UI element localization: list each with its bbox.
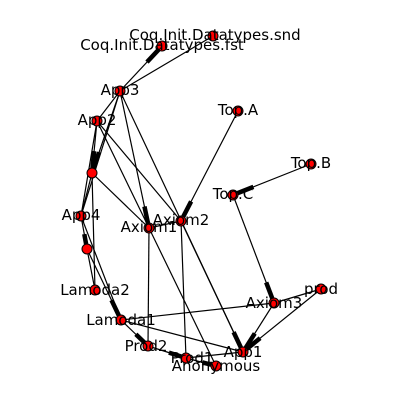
edge-arrowhead (245, 336, 262, 351)
graph-node (210, 360, 222, 372)
graph-edge (232, 163, 312, 196)
graph-edge (119, 35, 214, 92)
graph-edge (86, 248, 122, 321)
graph-node (89, 284, 101, 296)
node-label: Top.B (290, 154, 331, 172)
graph-edge (90, 120, 98, 174)
graph-edge (148, 227, 217, 367)
graph-edge (147, 345, 187, 359)
edge-arrowhead (181, 200, 194, 218)
graph-edge (232, 194, 275, 304)
graph-edge (119, 90, 151, 229)
edge-arrowhead (82, 233, 89, 245)
graph-edge (96, 120, 182, 222)
graph-node (114, 85, 126, 97)
node-label: Lamoda1 (86, 311, 156, 329)
edge-arrowhead (90, 150, 97, 169)
graph-node (115, 314, 127, 326)
graph-node (315, 283, 327, 295)
graph-node (305, 158, 317, 170)
graph-node (143, 222, 155, 234)
node-label: App3 (101, 81, 140, 99)
node-label: Axiom2 (153, 211, 210, 229)
node-label: Coq.Init.Datatypes.snd (129, 26, 300, 44)
graph-edge (91, 172, 96, 291)
graph-edge (80, 90, 121, 217)
edge-arrowhead (168, 350, 182, 359)
graph-edge (180, 220, 187, 359)
edge-arrowhead (134, 332, 146, 345)
edge-arrowhead (145, 48, 161, 64)
graph-node (180, 352, 192, 364)
graph-edge (180, 220, 244, 353)
graph-node (207, 30, 219, 42)
graph-node (156, 40, 168, 52)
graph-edge (96, 90, 121, 122)
graph-edge (273, 288, 322, 304)
graph-edge (147, 227, 150, 347)
graph-node (142, 340, 154, 352)
graph-edge (180, 110, 239, 222)
graph-edge (80, 215, 89, 250)
graph-node (175, 215, 187, 227)
graph-edge (120, 302, 275, 321)
node-label: Top.C (212, 185, 254, 203)
graph-edge (242, 288, 322, 353)
node-layer (75, 30, 327, 372)
graph-node (75, 210, 87, 222)
graph-node (232, 105, 244, 117)
node-label: Anonymous (172, 357, 261, 375)
node-label: Coq.Init.Datatypes.fst (80, 36, 244, 54)
edge-arrowhead (236, 184, 255, 196)
graph-edge (80, 172, 93, 217)
graph-node (86, 167, 98, 179)
graph-edge (119, 45, 163, 92)
node-label: App1 (224, 343, 263, 361)
node-label: Prod1 (171, 349, 214, 367)
graph-edge (91, 172, 150, 229)
edge-arrowhead (109, 299, 121, 317)
graph-edge (96, 120, 150, 229)
graph-node (81, 243, 93, 255)
graph-edge (86, 248, 96, 291)
graph-edge (185, 351, 244, 359)
edge-arrowhead (264, 281, 275, 300)
label-layer: Coq.Init.Datatypes.sndCoq.Init.Datatypes… (60, 26, 338, 375)
graph-node (237, 346, 249, 358)
graph-edge (120, 319, 149, 347)
edge-arrowhead (231, 331, 243, 349)
graph-edge (242, 302, 275, 353)
node-label: Prod2 (125, 337, 168, 355)
node-label: Lamoda2 (60, 281, 130, 299)
node-label: Axiom1 (121, 218, 178, 236)
node-label: prod (304, 280, 338, 298)
graph-edge (120, 319, 244, 353)
graph-node (268, 297, 280, 309)
node-label: App4 (62, 206, 101, 224)
node-label: Axiom3 (246, 294, 303, 312)
node-label: App2 (78, 111, 117, 129)
edge-arrowhead (142, 206, 151, 224)
graph-node (227, 189, 239, 201)
node-label: Top.A (217, 101, 259, 119)
edge-arrowhead (243, 332, 257, 349)
graph-node (91, 115, 103, 127)
edge-arrowhead (201, 360, 212, 367)
